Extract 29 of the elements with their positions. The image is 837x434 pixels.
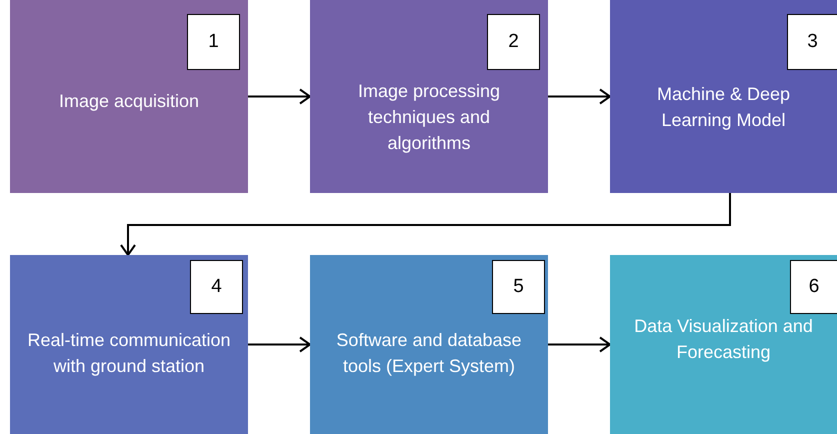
arrow [548, 336, 611, 352]
step-label: Image acquisition [58, 90, 200, 113]
step-label: Software and database tools (Expert System) [335, 328, 523, 378]
step-number: 5 [512, 275, 525, 299]
step-number-box [487, 14, 540, 70]
step-number: 1 [207, 30, 220, 54]
process-box [610, 255, 837, 434]
step-number: 2 [507, 30, 520, 54]
arrow [548, 88, 611, 104]
step-number-box [187, 14, 240, 70]
step-number: 3 [806, 30, 819, 54]
process-box [310, 0, 548, 193]
arrow [120, 193, 731, 256]
process-box [10, 0, 248, 193]
step-number-box [190, 260, 243, 314]
step-label: Image processing techniques and algorithms [356, 80, 502, 155]
arrow [248, 336, 311, 352]
step-label: Data Visualization and Forecasting [633, 314, 814, 364]
step-label: Machine & Deep Learning Model [656, 82, 792, 132]
process-box [610, 0, 837, 193]
process-box [10, 255, 248, 434]
step-label: Real-time communication with ground station [26, 328, 232, 378]
step-number-box [787, 14, 837, 70]
arrow [248, 88, 311, 104]
process-box [310, 255, 548, 434]
step-number-box [790, 260, 837, 314]
step-number: 6 [808, 275, 820, 299]
step-number-box [492, 260, 545, 314]
step-number: 4 [210, 275, 223, 299]
